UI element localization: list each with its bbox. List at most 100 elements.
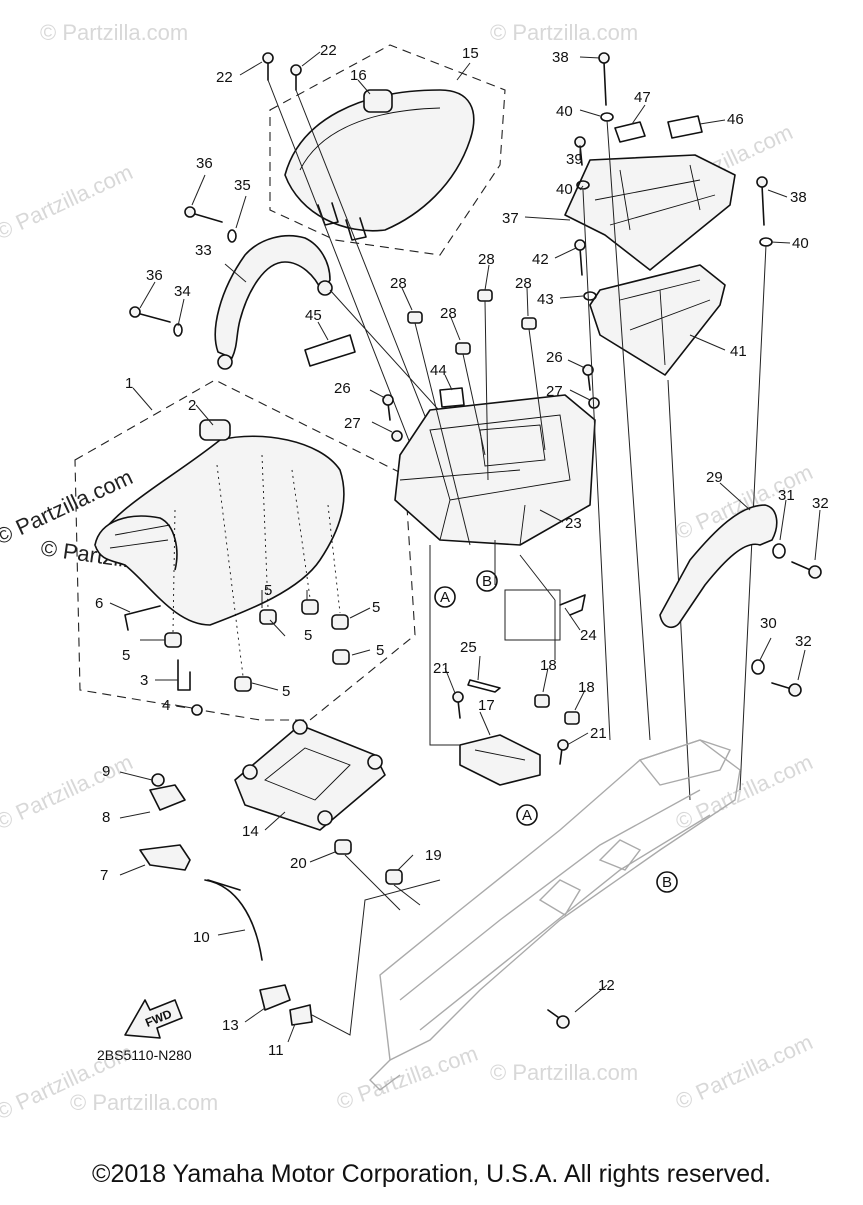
assembly-lines [429,540,556,746]
seat-screw [191,704,203,716]
lock-cylinder [289,1004,313,1026]
stud-lines [172,454,341,677]
watermark: © Partzilla.com [672,1029,817,1114]
screw-head [290,64,302,76]
callout-14: 14 [242,823,259,840]
callout-13: 13 [222,1017,239,1034]
watermark: © Partzilla.com [490,20,638,45]
copyright-notice: ©2018 Yamaha Motor Corporation, U.S.A. A… [92,1160,771,1188]
storage-box-well [479,424,546,467]
rear-frame [379,739,741,1062]
washer [391,430,403,442]
callout-21: 21 [590,725,607,742]
callout-numbers: 1 2 3 4 5 5 5 5 5 5 6 7 8 9 10 11 12 13 … [95,42,829,1059]
callout-31: 31 [778,487,795,504]
seat-lock-cable [204,879,263,961]
callout-8: 8 [102,809,110,826]
cable-latch-group [139,773,441,1036]
front-seat-front-edge [94,515,178,571]
rear-seat [284,89,475,232]
callout-5: 5 [376,642,384,659]
ref-mark-a-text: A [440,589,450,606]
callout-28: 28 [515,275,532,292]
callout-27: 27 [344,415,361,432]
bolt [761,184,765,226]
watermark: © Partzilla.com [70,1090,218,1115]
callout-32: 32 [812,495,829,512]
callout-38: 38 [790,189,807,206]
callout-41: 41 [730,343,747,360]
grommet [521,317,537,330]
latch [139,844,191,871]
damper [259,609,277,625]
bolt [559,747,563,765]
watermark: © Partzilla.com [0,749,136,834]
callout-26: 26 [546,349,563,366]
rear-seat-hook [317,202,339,226]
carrier-top [564,154,736,271]
bolt-head [184,206,196,218]
callout-18: 18 [540,657,557,674]
grommet [455,342,471,355]
ref-mark-a [516,804,538,826]
callout-9: 9 [102,763,110,780]
front-seat-pad [199,419,231,441]
frame-rail [419,814,711,1031]
seat-base-group [234,719,421,911]
storage-box [394,394,596,546]
bolt-head [788,683,802,697]
frame-holes [538,839,642,916]
callout-40: 40 [556,181,573,198]
fwd-arrow-shape [124,999,183,1039]
callout-45: 45 [305,307,322,324]
callout-22: 22 [216,69,233,86]
label-plate [439,387,465,408]
callout-5: 5 [282,683,290,700]
callout-leaders [109,51,821,1043]
damper [332,649,350,665]
grommet [407,311,423,324]
callout-23: 23 [565,515,582,532]
callout-46: 46 [727,111,744,128]
callout-20: 20 [290,855,307,872]
callout-47: 47 [634,89,651,106]
base-pad [317,810,333,826]
latch-plate [149,784,186,811]
callout-17: 17 [478,697,495,714]
callout-5: 5 [264,582,272,599]
base-pad [292,719,308,735]
ref-mark-b [476,570,498,592]
callout-30: 30 [760,615,777,632]
diagram-code: 2BS5110-N280 [97,1047,192,1063]
bolt-head [582,364,594,376]
washer [227,229,237,243]
carrier-ribs [594,164,716,231]
callout-27: 27 [546,383,563,400]
nut [564,711,580,725]
washer [583,291,597,301]
hex-key [124,605,161,631]
damper [301,599,319,615]
ref-mark-a-text: A [522,807,532,824]
front-seat [94,435,345,626]
callout-34: 34 [174,283,191,300]
cable-end [207,879,241,891]
grab-bar-mount [317,280,333,296]
frame-end [369,1059,401,1091]
assembly-lines [414,300,546,546]
ref-mark-b-text: B [662,874,672,891]
callout-33: 33 [195,242,212,259]
seat-base-plate [234,724,386,831]
callout-19: 19 [425,847,442,864]
callout-35: 35 [234,177,251,194]
callout-42: 42 [532,251,549,268]
front-seat-outline [74,379,416,721]
bolt [587,372,591,391]
ref-mark-b-text: B [482,573,492,590]
washer [751,659,765,675]
callout-12: 12 [598,977,615,994]
callout-7: 7 [100,867,108,884]
damper [331,614,349,630]
